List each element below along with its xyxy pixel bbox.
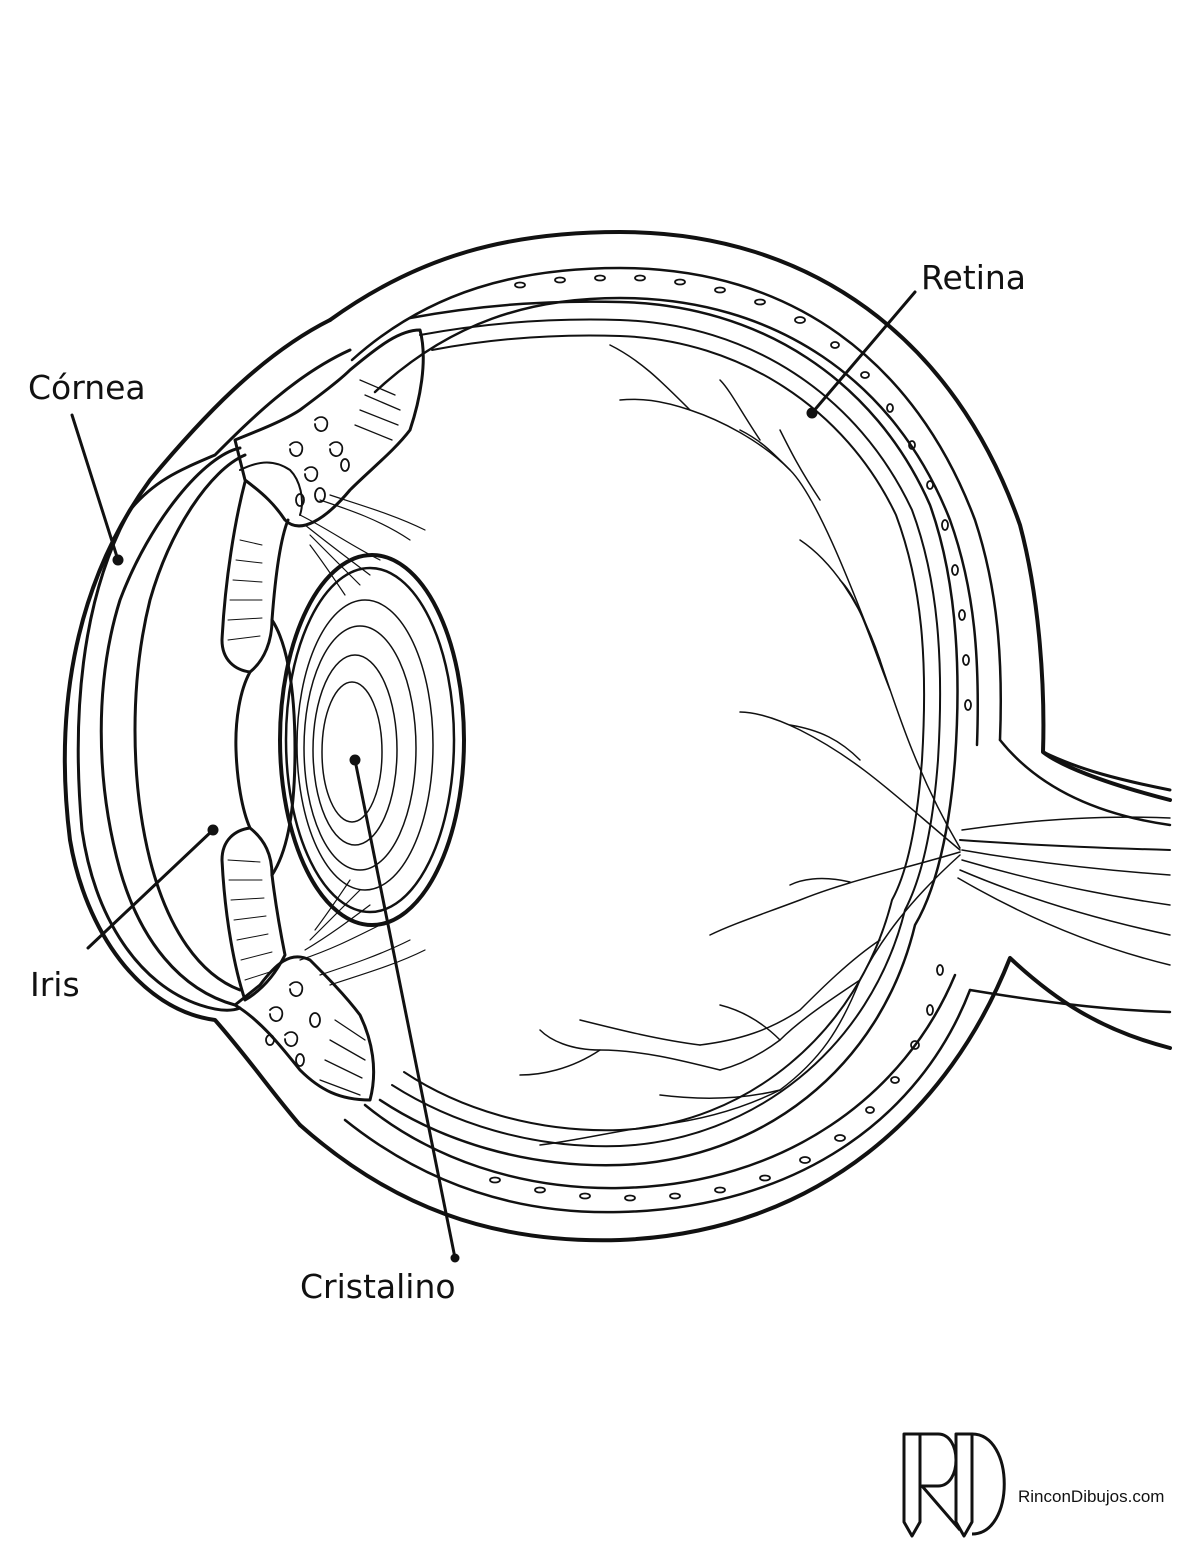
iris-leader <box>86 828 215 950</box>
lens <box>278 553 466 927</box>
retina-dot <box>806 407 818 419</box>
retinal-blood-vessels <box>519 344 961 1146</box>
retina-leader <box>810 290 917 415</box>
leader-dots <box>112 407 818 1263</box>
cornea <box>62 318 352 1127</box>
label-cristalino: Cristalino <box>300 1267 456 1306</box>
ciliary-body-upper <box>233 328 425 528</box>
rincondibujos-logo: RinconDibujos.com <box>902 1432 1164 1538</box>
label-cornea: Córnea <box>28 368 146 407</box>
label-retina: Retina <box>921 258 1026 297</box>
label-iris: Iris <box>30 965 80 1004</box>
cornea-leader <box>70 413 120 562</box>
ciliary-body-lower <box>233 955 376 1102</box>
iris <box>220 480 297 1002</box>
sclera <box>298 230 1172 1243</box>
iris-dot <box>207 824 219 836</box>
cristalino-leader <box>353 758 457 1260</box>
cornea-dot <box>112 554 124 566</box>
sclera-texture <box>489 274 972 1202</box>
optic-nerve <box>957 738 1172 1014</box>
leader-lines <box>70 290 917 1260</box>
zonular-fibers <box>299 494 426 986</box>
cristalino-dot <box>349 754 361 766</box>
watermark-site: RinconDibujos.com <box>1018 1487 1164 1506</box>
iris-texture <box>227 539 277 981</box>
cristalino-leader-end <box>450 1253 460 1263</box>
